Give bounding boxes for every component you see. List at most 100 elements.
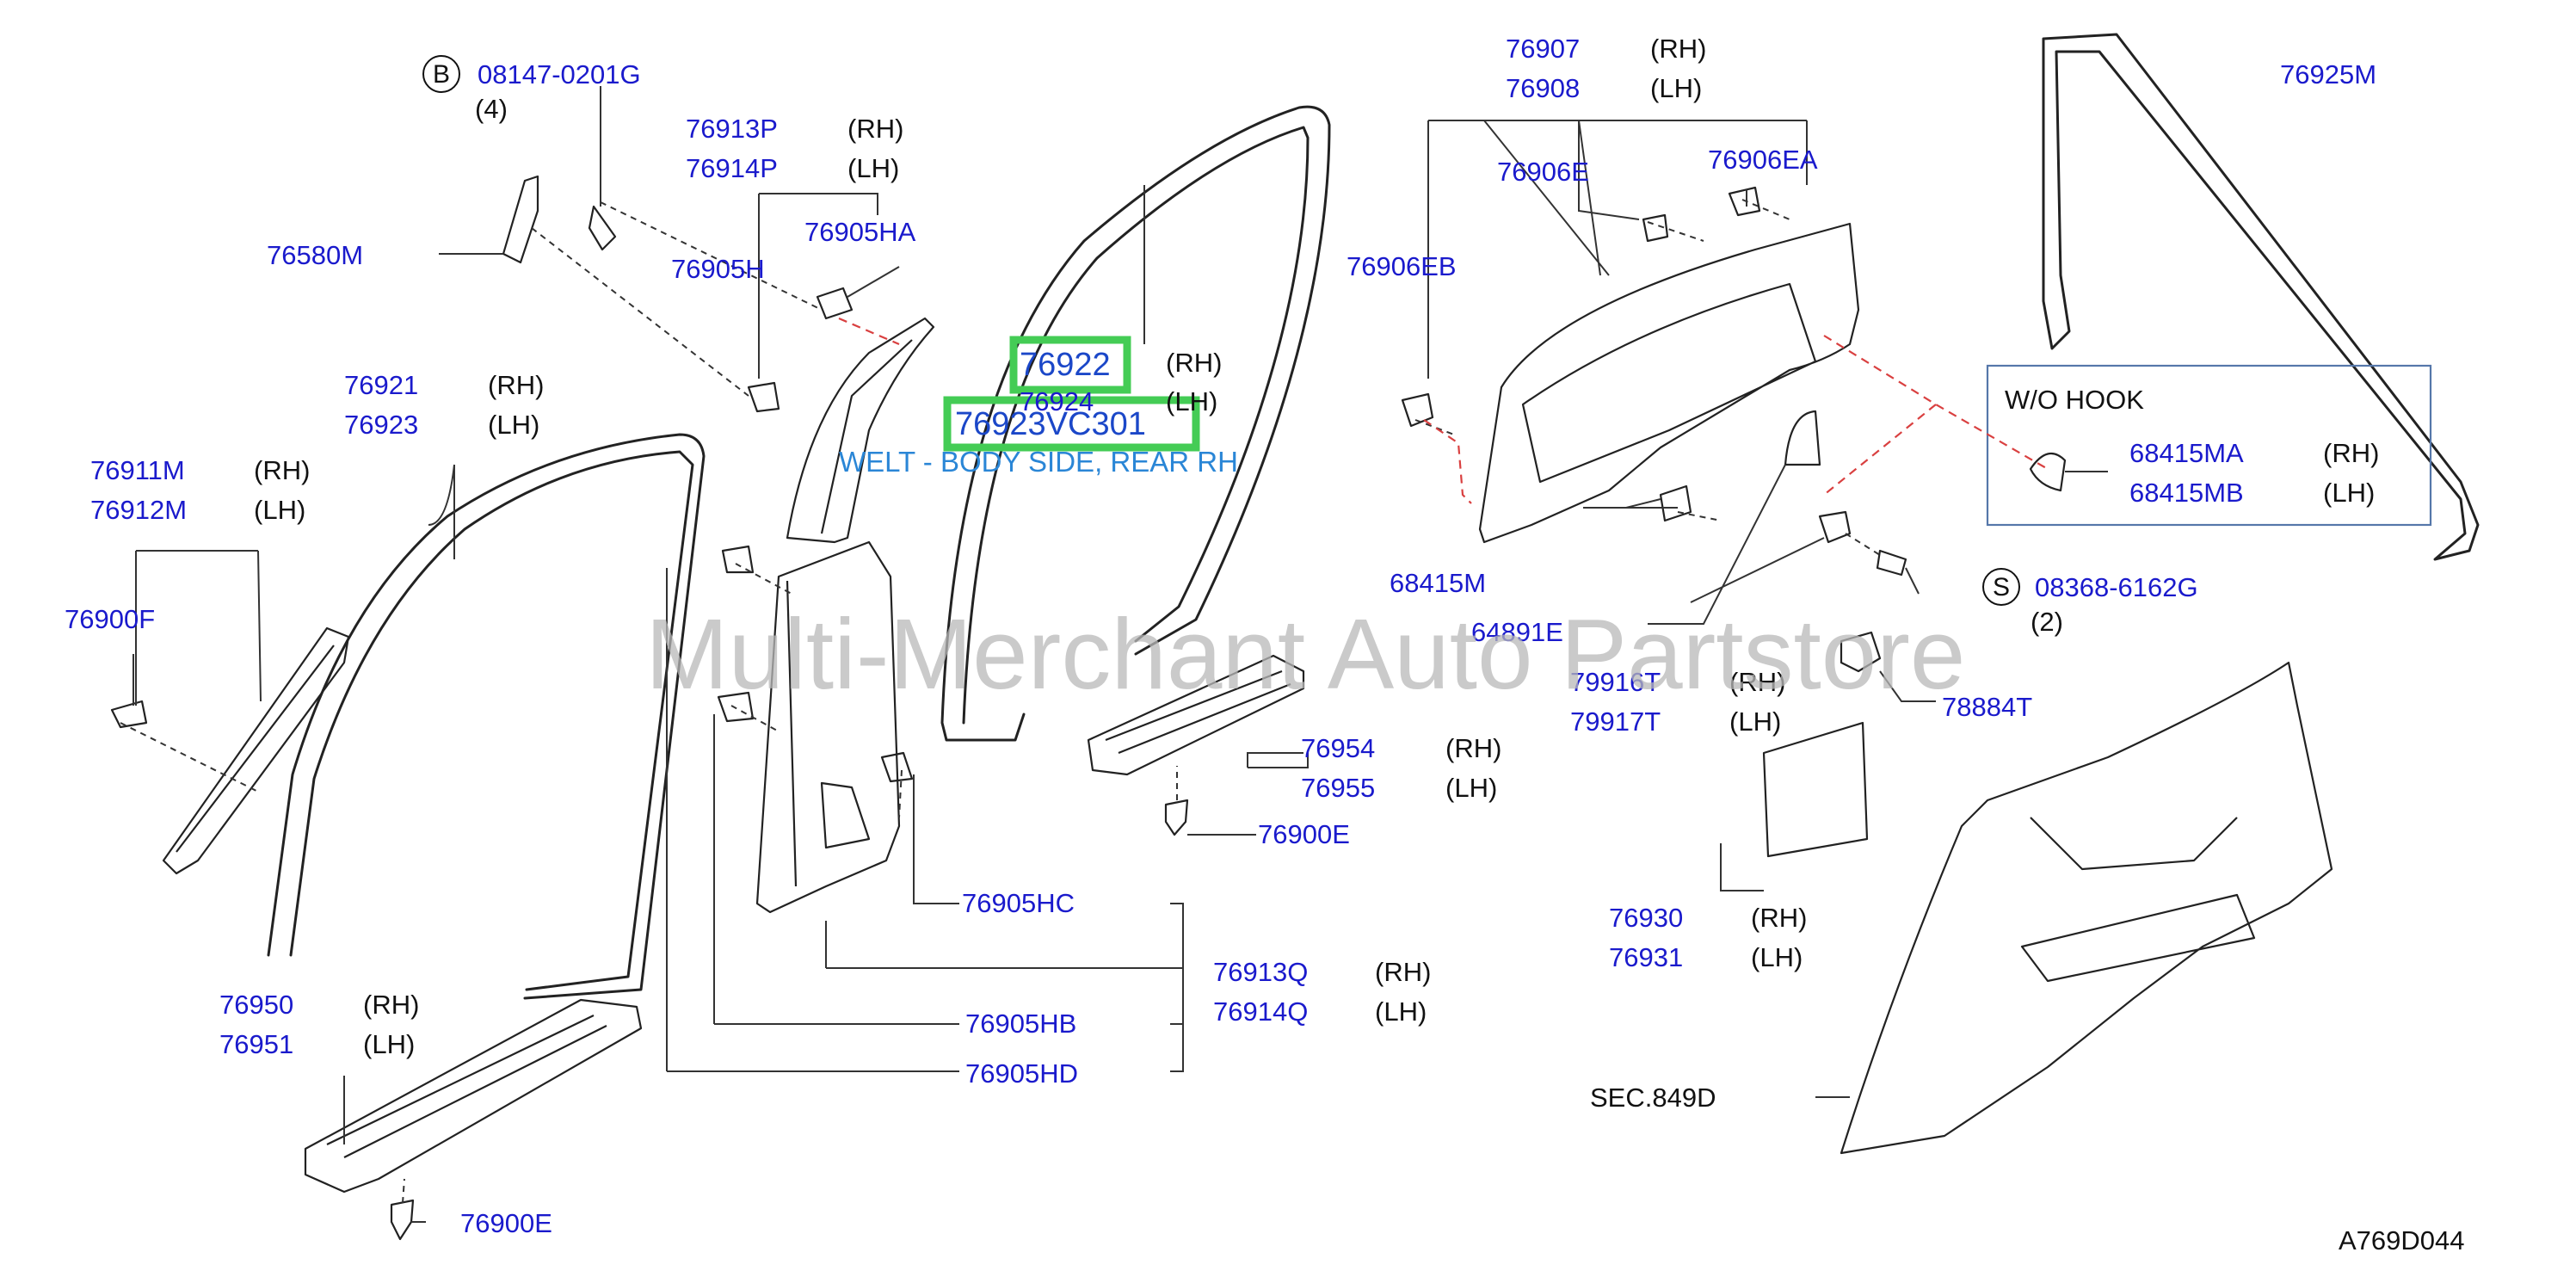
trim-center-pillar-lower bbox=[755, 540, 901, 914]
clip-76900f bbox=[110, 700, 148, 729]
part-number-68415mb[interactable]: 68415MB bbox=[2129, 478, 2244, 508]
side-rh: (RH) bbox=[1445, 733, 1501, 763]
clip-76900e-front bbox=[390, 1199, 415, 1241]
finisher-rear-side-upper bbox=[1478, 222, 1860, 544]
part-number-76913p[interactable]: 76913P bbox=[686, 114, 778, 144]
part-number-76900e-front[interactable]: 76900E bbox=[460, 1208, 552, 1238]
quantity-4: (4) bbox=[475, 94, 508, 124]
part-number-08368-6162g[interactable]: 08368-6162G bbox=[2035, 572, 2198, 602]
part-number-76580m[interactable]: 76580M bbox=[267, 240, 363, 270]
side-rh: (RH) bbox=[1650, 34, 1706, 64]
part-number-76930[interactable]: 76930 bbox=[1609, 903, 1683, 933]
part-number-76922[interactable]: 76922 bbox=[1020, 347, 1111, 383]
clip-76905hc bbox=[880, 751, 914, 783]
circle-b bbox=[422, 55, 460, 93]
part-number-68415m[interactable]: 68415M bbox=[1390, 568, 1486, 598]
clip-76900e-rear bbox=[1164, 799, 1189, 836]
part-number-76925m[interactable]: 76925M bbox=[2280, 59, 2376, 89]
leader-lines bbox=[132, 86, 2108, 1223]
parts-linework bbox=[110, 33, 2480, 1241]
finisher-rear-wheelhouse bbox=[1840, 661, 2333, 1155]
side-rh: (RH) bbox=[1751, 903, 1807, 933]
side-lh: (LH) bbox=[1650, 73, 1702, 103]
part-number-76906eb[interactable]: 76906EB bbox=[1347, 251, 1457, 281]
part-number-76905ha[interactable]: 76905HA bbox=[804, 217, 916, 247]
side-rh: (RH) bbox=[488, 370, 544, 400]
side-lh: (LH) bbox=[1445, 773, 1497, 803]
part-number-76914q[interactable]: 76914Q bbox=[1213, 996, 1308, 1027]
part-number-76931[interactable]: 76931 bbox=[1609, 942, 1683, 972]
part-number-78884t[interactable]: 78884T bbox=[1942, 692, 2032, 722]
highlight-box-76922 bbox=[1009, 336, 1131, 394]
part-number-76914p[interactable]: 76914P bbox=[686, 153, 778, 183]
clip-76905hd bbox=[721, 545, 755, 574]
part-number-76924[interactable]: 76924 bbox=[1020, 386, 1094, 416]
side-rh: (RH) bbox=[363, 990, 419, 1020]
side-rh: (RH) bbox=[1729, 667, 1785, 697]
section-reference: SEC.849D bbox=[1590, 1083, 1716, 1113]
side-lh: (LH) bbox=[2323, 478, 2375, 508]
part-number-79917t[interactable]: 79917T bbox=[1570, 706, 1661, 737]
watermark: Multi-Merchant Auto Partstore bbox=[645, 598, 1965, 710]
part-number-76905hd[interactable]: 76905HD bbox=[965, 1058, 1078, 1089]
clip-76905ha bbox=[816, 287, 854, 320]
diagram-code: A769D044 bbox=[2339, 1225, 2465, 1255]
hook-cap-68415ma bbox=[2029, 452, 2067, 492]
part-number-76900f[interactable]: 76900F bbox=[65, 604, 155, 634]
part-number-76906e[interactable]: 76906E bbox=[1497, 157, 1589, 187]
side-lh: (LH) bbox=[363, 1029, 415, 1059]
part-number-76905hc[interactable]: 76905HC bbox=[962, 888, 1075, 918]
part-number-76900e-rear[interactable]: 76900E bbox=[1258, 819, 1350, 849]
part-description: WELT - BODY SIDE, REAR RH bbox=[839, 446, 1238, 478]
part-number-76913q[interactable]: 76913Q bbox=[1213, 957, 1308, 987]
side-rh: (RH) bbox=[1166, 348, 1222, 378]
labels: B 08147-0201G (4) 76580M 76913P (RH) 769… bbox=[65, 34, 2465, 1255]
part-number-76923[interactable]: 76923 bbox=[344, 410, 418, 440]
clip-68415m bbox=[1659, 484, 1692, 522]
part-number-76923vc301[interactable]: 76923VC301 bbox=[955, 406, 1146, 442]
part-number-64891e[interactable]: 64891E bbox=[1471, 617, 1563, 647]
side-rh: (RH) bbox=[847, 114, 903, 144]
patch-64891e bbox=[1784, 410, 1821, 466]
trim-front-pillar bbox=[162, 626, 350, 875]
clip-76905h bbox=[747, 381, 780, 413]
clip-guides-red bbox=[838, 317, 2049, 504]
screw-08368 bbox=[1876, 549, 1907, 577]
side-lh: (LH) bbox=[847, 153, 899, 183]
part-number-76906ea[interactable]: 76906EA bbox=[1708, 145, 1818, 175]
weatherstrip-back-door bbox=[2042, 33, 2480, 561]
side-lh: (LH) bbox=[254, 495, 305, 525]
clip-76905hb bbox=[717, 691, 755, 723]
part-number-76905h[interactable]: 76905H bbox=[671, 254, 765, 284]
inset-frame bbox=[1986, 364, 2432, 527]
part-number-76954[interactable]: 76954 bbox=[1301, 733, 1375, 763]
side-lh: (LH) bbox=[1751, 942, 1803, 972]
assembly-guides bbox=[120, 199, 1881, 1204]
part-number-76908[interactable]: 76908 bbox=[1506, 73, 1580, 103]
part-number-76912m[interactable]: 76912M bbox=[90, 495, 187, 525]
part-number-08147-0201g[interactable]: 08147-0201G bbox=[478, 59, 641, 89]
kicking-plate-rear bbox=[1087, 654, 1305, 776]
part-number-76955[interactable]: 76955 bbox=[1301, 773, 1375, 803]
part-number-76907[interactable]: 76907 bbox=[1506, 34, 1580, 64]
inset-title: W/O HOOK bbox=[2005, 385, 2144, 415]
cover-76930 bbox=[1762, 721, 1869, 858]
clip-79916t bbox=[1818, 510, 1852, 544]
part-number-76951[interactable]: 76951 bbox=[219, 1029, 293, 1059]
part-number-76905hb[interactable]: 76905HB bbox=[965, 1009, 1076, 1039]
bracket-76580m bbox=[502, 175, 539, 264]
part-number-79916t[interactable]: 79916T bbox=[1570, 667, 1661, 697]
side-lh: (LH) bbox=[1729, 706, 1781, 737]
clip-76906e bbox=[1642, 213, 1669, 243]
part-number-76950[interactable]: 76950 bbox=[219, 990, 293, 1020]
trim-center-pillar-upper bbox=[786, 317, 935, 544]
part-number-68415ma[interactable]: 68415MA bbox=[2129, 438, 2244, 468]
circle-s bbox=[1982, 568, 2020, 606]
part-number-76921[interactable]: 76921 bbox=[344, 370, 418, 400]
circle-b-letter: B bbox=[433, 60, 450, 89]
part-number-76911m[interactable]: 76911M bbox=[90, 455, 185, 485]
side-rh: (RH) bbox=[2323, 438, 2379, 468]
side-rh: (RH) bbox=[254, 455, 310, 485]
weatherstrip-front-door bbox=[267, 433, 706, 1000]
